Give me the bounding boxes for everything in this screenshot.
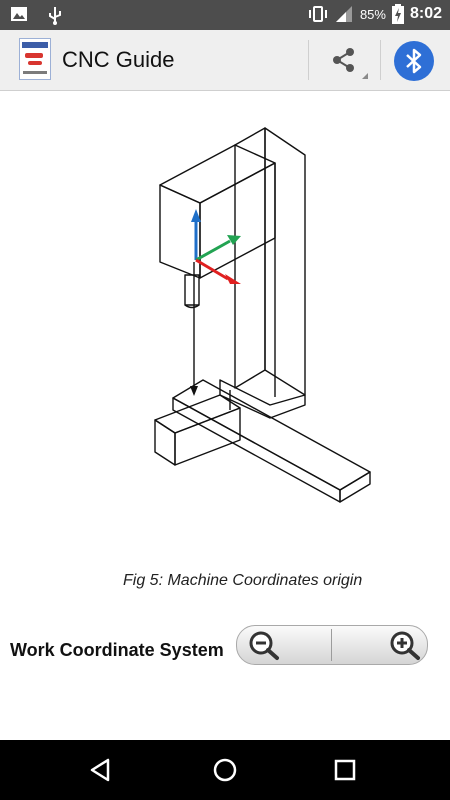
divider bbox=[380, 40, 381, 80]
machine-diagram bbox=[0, 90, 450, 610]
zoom-in-icon bbox=[390, 631, 420, 660]
zoom-controls bbox=[236, 625, 428, 665]
usb-icon bbox=[49, 7, 61, 25]
action-bar: CNC Guide bbox=[0, 30, 450, 91]
image-icon bbox=[11, 7, 27, 21]
zoom-out-button[interactable] bbox=[237, 626, 332, 664]
machine-column bbox=[264, 127, 306, 396]
bluetooth-icon bbox=[406, 48, 422, 74]
battery-charging-icon bbox=[391, 4, 404, 24]
zoom-in-button[interactable] bbox=[332, 626, 427, 664]
home-button[interactable] bbox=[210, 755, 240, 785]
divider bbox=[331, 629, 332, 661]
machine-table bbox=[172, 379, 371, 491]
home-icon bbox=[213, 758, 237, 782]
x-axis-arrow bbox=[195, 258, 229, 281]
clock: 8:02 bbox=[409, 5, 442, 22]
battery-percent: 85% bbox=[359, 6, 386, 22]
vibrate-icon bbox=[308, 6, 327, 22]
bluetooth-button[interactable] bbox=[394, 41, 434, 81]
recents-button[interactable] bbox=[330, 755, 360, 785]
app-logo-icon bbox=[19, 38, 51, 80]
divider bbox=[308, 40, 309, 80]
back-icon bbox=[90, 758, 110, 782]
back-button[interactable] bbox=[86, 755, 116, 785]
y-axis-arrow bbox=[195, 239, 231, 262]
spindle-nose bbox=[184, 274, 200, 306]
status-bar: 85% 8:02 bbox=[0, 0, 450, 30]
signal-icon bbox=[335, 6, 352, 22]
recents-icon bbox=[334, 759, 356, 781]
figure-caption: Fig 5: Machine Coordinates origin bbox=[123, 572, 363, 589]
work-coordinate-label: Work Coordinate System bbox=[10, 640, 224, 660]
machine-coordinates-diagram bbox=[154, 127, 371, 503]
navigation-bar bbox=[0, 740, 450, 800]
share-icon bbox=[333, 48, 368, 79]
share-button[interactable] bbox=[312, 35, 376, 85]
app-title: CNC Guide bbox=[62, 47, 175, 72]
zoom-out-icon bbox=[249, 631, 279, 660]
